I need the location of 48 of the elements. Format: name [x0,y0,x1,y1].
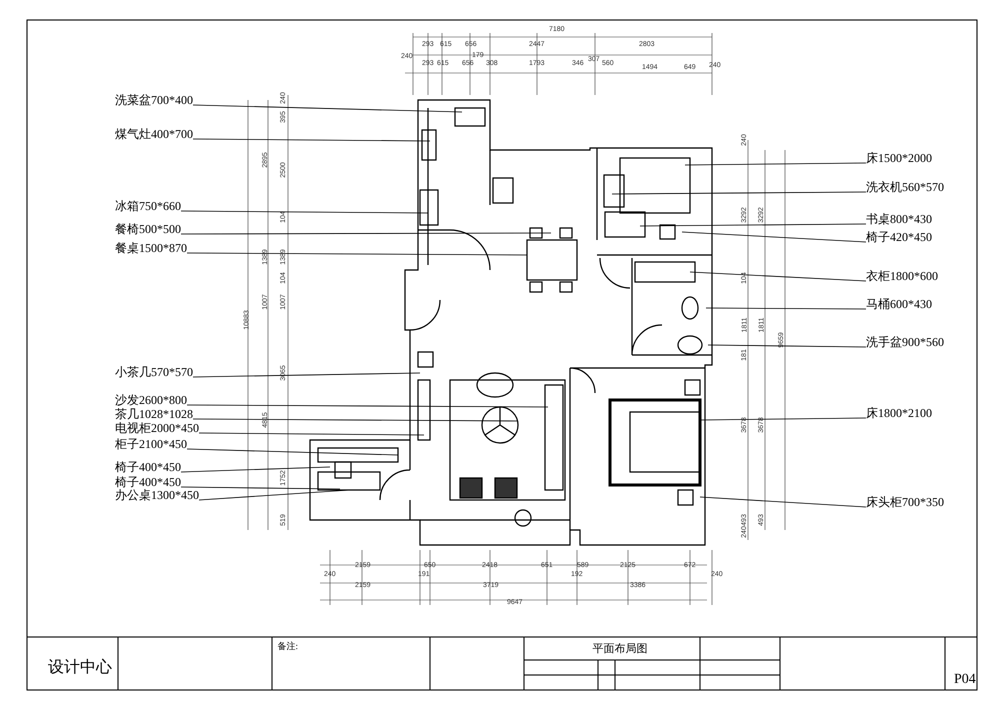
furniture-label: 煤气灶400*700 [115,128,193,141]
furniture-label: 洗衣机560*570 [866,181,944,194]
leader-line [180,486,340,490]
leader-line [180,210,428,214]
remarks-label: 备注: [278,640,298,652]
leader-line [198,432,424,436]
furniture-label: 沙发2600*800 [115,394,187,407]
furniture-label: 洗菜盆700*400 [115,94,193,107]
leader-line [192,372,420,378]
leader-line [684,162,866,166]
leader-line [192,104,462,112]
furniture-label: 马桶600*430 [866,298,932,311]
page-number: P04 [954,672,976,688]
leader-line [706,308,866,310]
leader-line [186,404,548,408]
furniture-label: 餐椅500*500 [115,223,181,236]
leader-line [690,272,866,282]
furniture-label: 冰箱750*660 [115,200,181,213]
furniture-label: 椅子400*450 [115,461,181,474]
furniture-label: 床1500*2000 [866,152,932,165]
leader-line [180,232,552,234]
furniture-label: 茶几1028*1028 [115,408,193,421]
furniture-label: 椅子420*450 [866,231,932,244]
leader-line [180,466,330,472]
leader-line [198,490,350,500]
furniture-label: 小茶几570*570 [115,366,193,379]
furniture-label: 衣柜1800*600 [866,270,938,283]
furniture-label: 椅子400*450 [115,476,181,489]
furniture-label: 柜子2100*450 [115,438,187,451]
leader-line [612,192,866,194]
furniture-label: 洗手盆900*560 [866,336,944,349]
leader-line [640,224,866,226]
furniture-label: 床头柜700*350 [866,496,944,509]
leader-line [700,418,866,420]
furniture-label: 餐桌1500*870 [115,242,187,255]
leader-line [682,232,866,242]
title-block-text: 设计中心 [48,658,112,678]
furniture-label: 办公桌1300*450 [115,489,199,502]
furniture-label: 书桌800*430 [866,213,932,226]
drawing-title: 平面布局图 [592,642,648,656]
leader-line [186,448,398,456]
leader-line [192,418,518,422]
furniture-label: 电视柜2000*450 [115,422,199,435]
furniture-label: 床1800*2100 [866,407,932,420]
leader-line [186,252,528,256]
leader-line [708,344,866,348]
leader-line [192,138,430,142]
leader-line [700,496,866,508]
